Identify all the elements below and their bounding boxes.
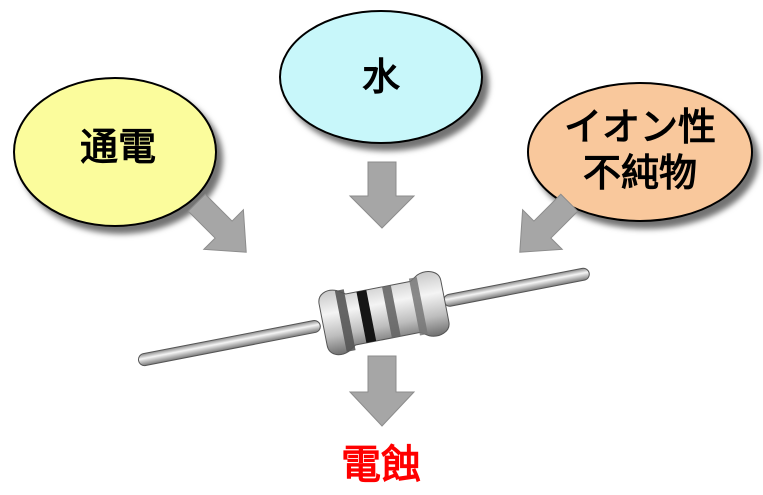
arrow-top-down [348, 161, 416, 229]
cause-label-right: イオン性 不純物 [563, 105, 716, 195]
resistor-band-3 [381, 285, 401, 338]
resistor-lead-right [443, 267, 590, 307]
resistor-band-4 [408, 277, 428, 336]
resistor-band-2 [356, 289, 377, 343]
resistor-band-1 [334, 289, 356, 352]
resistor-body [318, 271, 450, 356]
result-label: 電蝕 [341, 442, 421, 488]
ellipse-right [527, 82, 753, 222]
arrow-result-down [348, 355, 416, 427]
ellipse-top [279, 10, 483, 144]
arrow-right-diagonal [519, 193, 579, 253]
ellipse-left [13, 77, 217, 227]
arrow-left-diagonal [187, 193, 247, 253]
cause-label-top: 水 [361, 55, 400, 99]
resistor [137, 267, 590, 367]
cause-label-left: 通電 [79, 125, 156, 169]
resistor-lead-left [137, 320, 321, 367]
